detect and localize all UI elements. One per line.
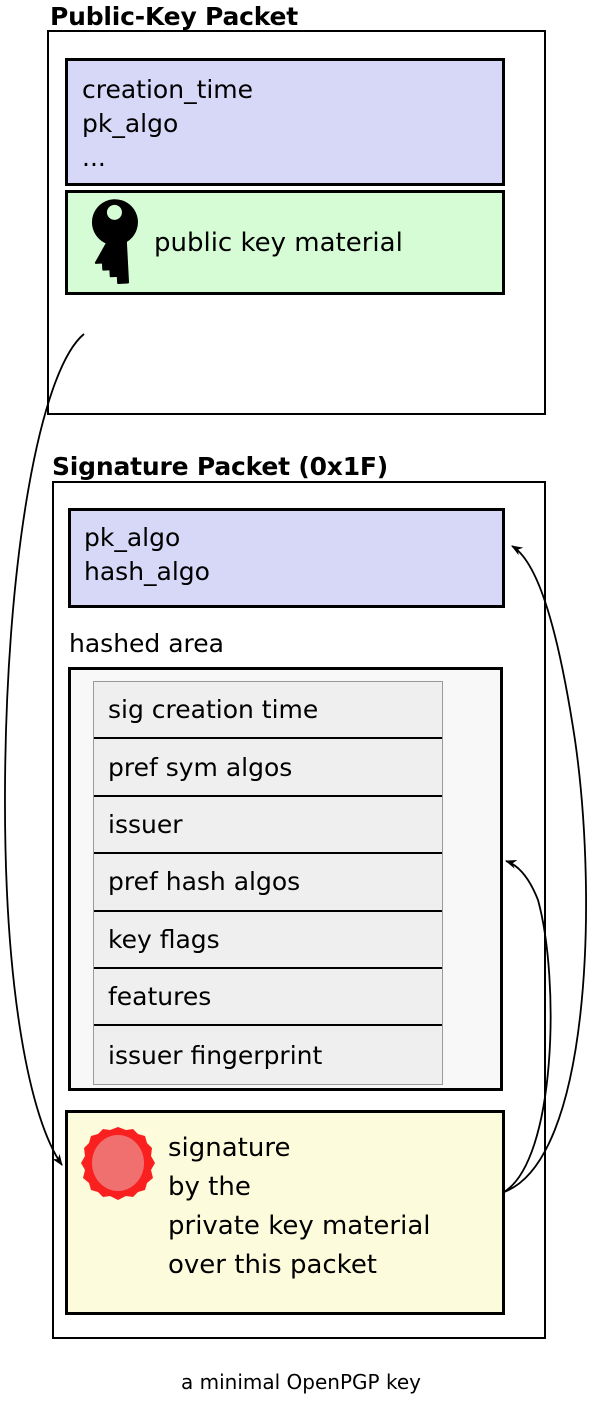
signature-packet-title: Signature Packet (0x1F) — [52, 452, 389, 481]
subpacket-row: pref sym algos — [94, 739, 442, 797]
signature-description: signature by the private key material ov… — [168, 1133, 431, 1280]
key-icon — [91, 199, 138, 284]
hashed-area-box: sig creation time pref sym algos issuer … — [68, 667, 503, 1091]
subpacket-list: sig creation time pref sym algos issuer … — [93, 681, 443, 1085]
subpacket-row: issuer fingerprint — [94, 1026, 442, 1084]
wax-seal-icon — [81, 1127, 155, 1200]
signature-header-fields: pk_algo hash_algo — [84, 523, 210, 586]
subpacket-row: pref hash algos — [94, 854, 442, 912]
diagram-caption: a minimal OpenPGP key — [181, 1370, 421, 1394]
public-key-header-fields: creation_time pk_algo ... — [82, 75, 254, 172]
subpacket-row: issuer — [94, 796, 442, 855]
public-key-header-box: creation_time pk_algo ... — [65, 58, 505, 186]
subpacket-row: key flags — [94, 911, 442, 969]
public-key-packet-title: Public-Key Packet — [50, 2, 299, 31]
hashed-area-label: hashed area — [69, 629, 224, 658]
subpacket-row: sig creation time — [94, 682, 442, 740]
public-key-material-box: public key material — [65, 190, 505, 295]
signature-header-box: pk_algo hash_algo — [68, 508, 505, 608]
subpacket-row: features — [94, 968, 442, 1027]
public-key-material-label: public key material — [154, 227, 403, 258]
